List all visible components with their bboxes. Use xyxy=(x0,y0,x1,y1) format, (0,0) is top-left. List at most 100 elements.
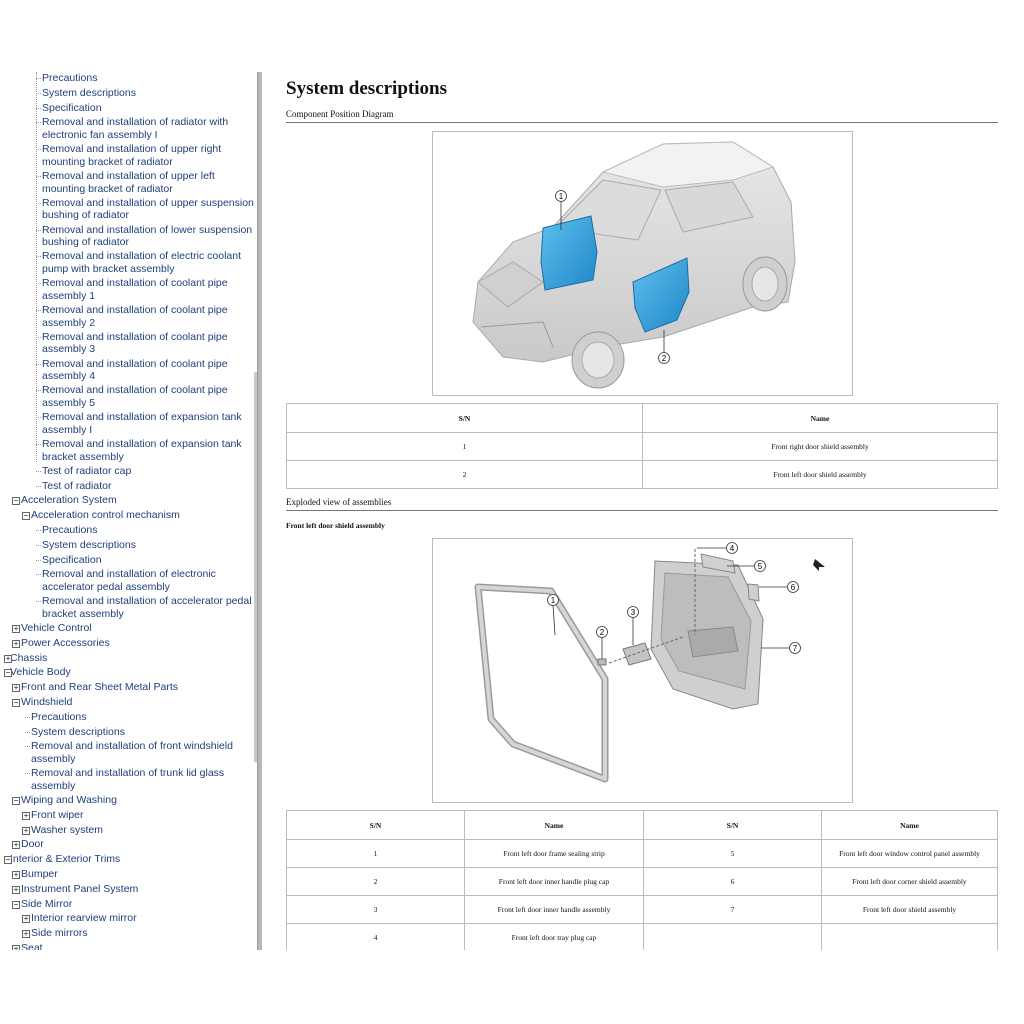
tree-item-label[interactable]: Removal and installation of electric coo… xyxy=(42,250,242,275)
expand-icon[interactable]: + xyxy=(12,884,20,894)
tree-item-label[interactable]: Vehicle Body xyxy=(10,666,71,679)
tree-item-label[interactable]: Test of radiator cap xyxy=(42,464,132,477)
tree-item[interactable]: System descriptions xyxy=(42,87,256,100)
tree-item[interactable]: Test of radiator xyxy=(42,480,256,493)
tree-item-label[interactable]: Removal and installation of lower suspen… xyxy=(42,223,253,249)
expand-icon[interactable]: + xyxy=(12,638,20,648)
tree-item[interactable]: Precautions xyxy=(42,524,256,537)
tree-item-label[interactable]: Instrument Panel System xyxy=(21,882,139,895)
tree-item-label[interactable]: Bumper xyxy=(21,868,58,880)
tree-scrollbar-thumb[interactable] xyxy=(254,372,257,762)
tree-item[interactable]: Acceleration System xyxy=(21,494,256,507)
expand-icon[interactable]: + xyxy=(22,825,30,835)
collapse-icon[interactable]: − xyxy=(12,899,20,909)
collapse-icon[interactable]: − xyxy=(4,855,12,865)
tree-item[interactable]: Side Mirror xyxy=(21,898,256,911)
expand-icon[interactable]: + xyxy=(22,929,30,939)
tree-item-label[interactable]: Side Mirror xyxy=(21,897,73,910)
tree-item[interactable]: Removal and installation of coolant pipe… xyxy=(42,384,256,409)
tree-item-label[interactable]: Removal and installation of accelerator … xyxy=(42,595,252,620)
tree-item[interactable]: Specification xyxy=(42,102,256,115)
tree-item[interactable]: Interior & Exterior Trims xyxy=(10,853,256,866)
tree-item-label[interactable]: System descriptions xyxy=(42,538,136,551)
tree-item-label[interactable]: Test of radiator xyxy=(42,479,112,492)
expand-icon[interactable]: + xyxy=(12,624,20,633)
tree-item[interactable]: Specification xyxy=(42,554,256,567)
tree-item-label[interactable]: Acceleration control mechanism xyxy=(31,509,180,522)
tree-item-label[interactable]: Removal and installation of expansion ta… xyxy=(42,411,242,436)
tree-item-label[interactable]: Removal and installation of electronic a… xyxy=(42,568,216,593)
tree-item[interactable]: Wiping and Washing xyxy=(21,794,256,807)
tree-item-label[interactable]: System descriptions xyxy=(31,725,125,738)
tree-item-label[interactable]: Chassis xyxy=(10,651,48,664)
tree-item-label[interactable]: Precautions xyxy=(42,72,98,84)
tree-item-label[interactable]: Removal and installation of upper suspen… xyxy=(42,196,254,222)
tree-item[interactable]: Bumper xyxy=(21,868,256,881)
tree-item-label[interactable]: Door xyxy=(21,838,44,851)
collapse-icon[interactable]: − xyxy=(12,698,20,707)
tree-item[interactable]: Removal and installation of expansion ta… xyxy=(42,411,256,436)
tree-item-label[interactable]: Removal and installation of upper right … xyxy=(42,143,222,168)
tree-item-label[interactable]: Front and Rear Sheet Metal Parts xyxy=(21,681,178,694)
pane-splitter[interactable] xyxy=(257,72,262,950)
tree-item[interactable]: Removal and installation of coolant pipe… xyxy=(42,304,256,329)
tree-item[interactable]: Removal and installation of front windsh… xyxy=(31,740,256,765)
collapse-icon[interactable]: − xyxy=(12,496,20,506)
tree-item[interactable]: Front and Rear Sheet Metal Parts xyxy=(21,681,256,694)
expand-icon[interactable]: + xyxy=(12,870,20,879)
tree-item-label[interactable]: Removal and installation of expansion ta… xyxy=(42,438,242,463)
tree-item[interactable]: System descriptions xyxy=(31,726,256,739)
tree-item[interactable]: Precautions xyxy=(42,72,256,85)
tree-item[interactable]: Removal and installation of electronic a… xyxy=(42,568,256,593)
tree-item-label[interactable]: Removal and installation of upper left m… xyxy=(42,170,215,195)
tree-item-label[interactable]: Seat xyxy=(21,942,43,950)
expand-icon[interactable]: + xyxy=(4,653,12,663)
tree-item-label[interactable]: Windshield xyxy=(21,696,73,708)
tree-item-label[interactable]: Removal and installation of coolant pipe… xyxy=(42,357,228,383)
tree-item[interactable]: Interior rearview mirror xyxy=(31,912,256,925)
tree-item-label[interactable]: Precautions xyxy=(42,524,98,536)
expand-icon[interactable]: + xyxy=(12,683,20,693)
tree-item-label[interactable]: Interior & Exterior Trims xyxy=(10,853,121,866)
expand-icon[interactable]: + xyxy=(12,945,20,950)
tree-item[interactable]: Precautions xyxy=(31,711,256,724)
tree-item[interactable]: Removal and installation of upper left m… xyxy=(42,170,256,195)
tree-item[interactable]: Removal and installation of coolant pipe… xyxy=(42,358,256,383)
tree-item-label[interactable]: System descriptions xyxy=(42,86,136,99)
tree-item[interactable]: Door xyxy=(21,838,256,851)
tree-item[interactable]: Chassis xyxy=(10,652,256,665)
collapse-icon[interactable]: − xyxy=(12,796,20,805)
tree-item-label[interactable]: Side mirrors xyxy=(31,927,88,940)
tree-item[interactable]: Power Accessories xyxy=(21,637,256,650)
tree-item-label[interactable]: Removal and installation of coolant pipe… xyxy=(42,330,228,356)
tree-item[interactable]: Removal and installation of coolant pipe… xyxy=(42,277,256,302)
expand-icon[interactable]: + xyxy=(22,810,30,820)
tree-item[interactable]: Removal and installation of expansion ta… xyxy=(42,438,256,463)
tree-item[interactable]: Instrument Panel System xyxy=(21,883,256,896)
tree-item-label[interactable]: Removal and installation of radiator wit… xyxy=(42,116,229,141)
tree-item-label[interactable]: Wiping and Washing xyxy=(21,794,117,806)
collapse-icon[interactable]: − xyxy=(4,668,12,678)
tree-item-label[interactable]: Removal and installation of coolant pipe… xyxy=(42,384,228,409)
tree-item-label[interactable]: Removal and installation of front windsh… xyxy=(31,740,233,765)
tree-item[interactable]: Removal and installation of trunk lid gl… xyxy=(31,767,256,792)
tree-item[interactable]: Removal and installation of upper suspen… xyxy=(42,197,256,222)
tree-item-label[interactable]: Power Accessories xyxy=(21,636,110,649)
tree-item[interactable]: Vehicle Control xyxy=(21,622,256,635)
tree-item[interactable]: System descriptions xyxy=(42,539,256,552)
tree-item-label[interactable]: Vehicle Control xyxy=(21,622,92,634)
tree-item[interactable]: Test of radiator cap xyxy=(42,465,256,478)
tree-item-label[interactable]: Specification xyxy=(42,101,102,114)
tree-item[interactable]: Removal and installation of accelerator … xyxy=(42,595,256,620)
expand-icon[interactable]: + xyxy=(22,914,30,924)
tree-item-label[interactable]: Specification xyxy=(42,553,102,566)
tree-item[interactable]: Front wiper xyxy=(31,809,256,822)
tree-item[interactable]: Side mirrors xyxy=(31,927,256,940)
tree-item-label[interactable]: Precautions xyxy=(31,710,87,723)
tree-item[interactable]: Removal and installation of electric coo… xyxy=(42,250,256,275)
tree-item[interactable]: Washer system xyxy=(31,824,256,837)
tree-item[interactable]: Removal and installation of radiator wit… xyxy=(42,116,256,141)
tree-item[interactable]: Removal and installation of lower suspen… xyxy=(42,224,256,249)
tree-item-label[interactable]: Acceleration System xyxy=(21,494,117,507)
tree-item-label[interactable]: Removal and installation of coolant pipe… xyxy=(42,304,228,329)
